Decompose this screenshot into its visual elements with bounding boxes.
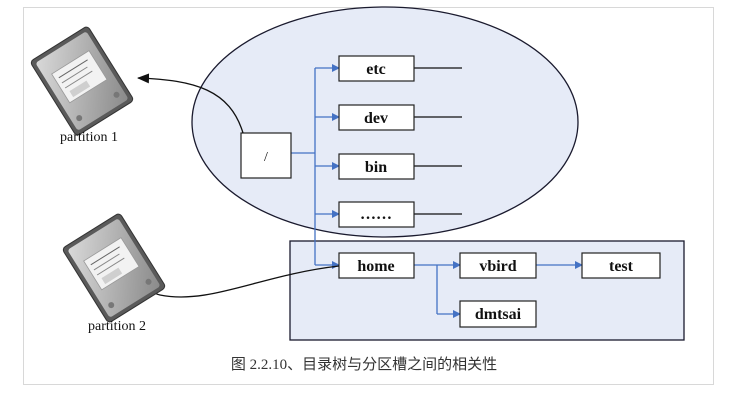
dmtsai-dir-label: dmtsai (475, 306, 522, 323)
partition1-label: partition 1 (60, 130, 118, 145)
etc-dir-node: etc (338, 55, 415, 82)
root-dir-label: / (264, 150, 268, 165)
hard-disk-icon (30, 26, 134, 136)
tree-connectors (291, 64, 583, 318)
vbird-dir-node: vbird (459, 252, 537, 279)
bin-dir-node: bin (338, 153, 415, 180)
partition2-label: partition 2 (88, 319, 146, 334)
test-dir-label: test (609, 258, 634, 275)
bin-dir-label: bin (365, 159, 387, 176)
figure-caption: 图 2.2.10、目录树与分区槽之间的相关性 (231, 356, 497, 373)
home-dir-node: home (338, 252, 415, 279)
dev-dir-label: dev (364, 110, 388, 127)
dir-tail-lines (414, 67, 462, 215)
dev-dir-node: dev (338, 104, 415, 131)
mount-arrow-partition1 (137, 73, 244, 134)
dmtsai-dir-node: dmtsai (459, 300, 537, 328)
more-dir-node: …… (338, 201, 415, 228)
test-dir-node: test (581, 252, 661, 279)
home-dir-label: home (357, 258, 394, 275)
vbird-dir-label: vbird (479, 258, 516, 275)
root-dir-node: / (240, 132, 292, 179)
more-dir-label: …… (360, 206, 392, 223)
hard-disk-icon (62, 213, 166, 323)
etc-dir-label: etc (366, 61, 386, 78)
